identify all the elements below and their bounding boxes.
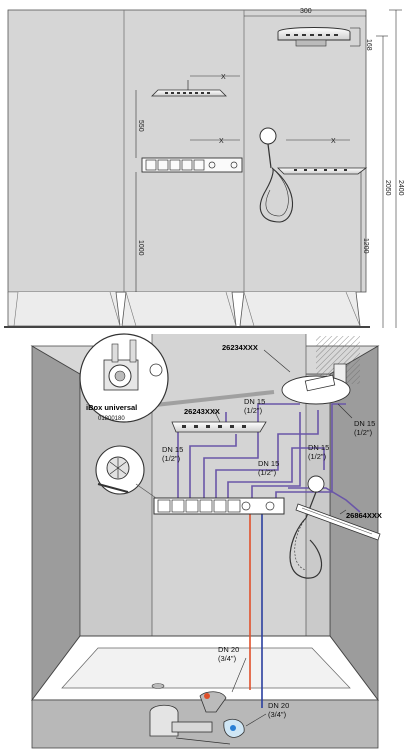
dn15-a: DN 15 <box>244 397 265 406</box>
cold-indicator <box>230 725 236 731</box>
dn15-e-inch: (1/2") <box>258 468 277 477</box>
overhead-shower-perspective <box>171 421 267 433</box>
dim-300: 300 <box>300 8 312 15</box>
back-wall <box>7 9 367 293</box>
dn15-c: DN 15 <box>162 445 183 454</box>
dn15-c-inch: (1/2") <box>162 454 181 463</box>
hot-indicator <box>204 693 210 699</box>
bath-filler-assembly <box>149 691 245 745</box>
shower-thermostat-perspective <box>153 497 285 515</box>
floor-line <box>4 326 370 328</box>
valve-callout <box>95 445 157 499</box>
dim-1200: 1200 <box>362 238 369 254</box>
shower-shelf <box>295 503 381 541</box>
code-overhead-shower: 26243XXX <box>184 407 220 416</box>
dim-x-a: X <box>221 74 226 81</box>
bathtub-basin <box>61 647 351 689</box>
perspective-view: iBox universal 01800180 <box>30 333 382 749</box>
wall-panel <box>152 334 306 636</box>
code-head-shower: 26234XXX <box>222 343 258 352</box>
wall-head-shower <box>277 27 351 47</box>
shower-thermostat <box>141 157 243 173</box>
leader-lines <box>213 349 353 727</box>
dn20-b-inch: (3/4") <box>268 710 287 719</box>
code-shelf: 26864XXX <box>346 511 382 520</box>
dn15-b: DN 15 <box>354 419 375 428</box>
dim-x-b: X <box>219 138 224 145</box>
ibox-title: iBox universal <box>86 403 137 412</box>
dn20-a: DN 20 <box>218 645 239 654</box>
dim-550: 550 <box>137 120 144 132</box>
dn15-d-inch: (1/2") <box>308 452 327 461</box>
dim-1000: 1000 <box>137 240 144 256</box>
dn15-a-inch: (1/2") <box>244 406 263 415</box>
dn15-e: DN 15 <box>258 459 279 468</box>
dn15-d: DN 15 <box>308 443 329 452</box>
hand-shower <box>259 127 294 223</box>
dim-168: 168 <box>365 39 372 51</box>
overhead-shower <box>151 80 227 97</box>
dim-2050: 2050 <box>384 180 391 196</box>
dim-x-c: X <box>331 138 336 145</box>
bathtub-front <box>7 291 361 327</box>
dim-2400: 2400 <box>397 180 404 196</box>
dn15-b-inch: (1/2") <box>354 428 373 437</box>
head-shower-side <box>277 167 368 175</box>
head-shower <box>281 363 351 405</box>
water-pipes <box>177 403 361 513</box>
ibox-code: 01800180 <box>98 416 125 422</box>
elevation-view: X X X <box>4 8 404 328</box>
dn20-b: DN 20 <box>268 701 289 710</box>
bathtub-rim <box>8 291 361 327</box>
dimension-lines <box>135 9 402 328</box>
ibox-callout: iBox universal 01800180 <box>79 333 275 423</box>
bathtub-drain <box>151 683 165 689</box>
dn20-a-inch: (3/4") <box>218 654 237 663</box>
